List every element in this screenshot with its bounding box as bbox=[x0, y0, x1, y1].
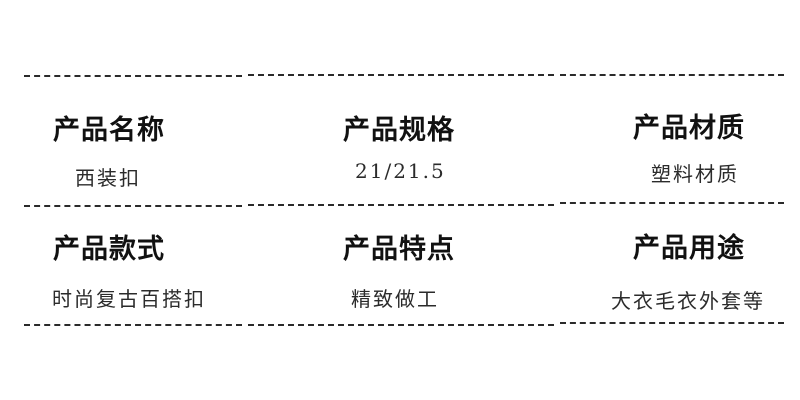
divider-bottom bbox=[248, 324, 554, 326]
spec-label-usage: 产品用途 bbox=[633, 233, 745, 264]
spec-value-size: 21/21.5 bbox=[355, 159, 446, 183]
spec-value-material: 塑料材质 bbox=[651, 162, 739, 186]
spec-label-style: 产品款式 bbox=[53, 234, 165, 265]
spec-value-usage: 大衣毛衣外套等 bbox=[611, 289, 765, 313]
spec-label-feature: 产品特点 bbox=[343, 234, 455, 265]
divider-middle bbox=[248, 204, 554, 206]
divider-top bbox=[248, 74, 554, 76]
spec-value-name: 西装扣 bbox=[75, 166, 141, 190]
spec-value-feature: 精致做工 bbox=[351, 287, 439, 311]
divider-bottom bbox=[24, 324, 242, 326]
spec-label-name: 产品名称 bbox=[53, 115, 165, 146]
divider-middle bbox=[560, 202, 784, 204]
divider-middle bbox=[24, 205, 242, 207]
spec-label-material: 产品材质 bbox=[633, 113, 745, 144]
spec-label-size: 产品规格 bbox=[343, 115, 455, 146]
divider-top bbox=[24, 75, 242, 77]
spec-value-style: 时尚复古百搭扣 bbox=[52, 287, 206, 311]
divider-top bbox=[560, 74, 784, 76]
divider-bottom bbox=[560, 322, 784, 324]
